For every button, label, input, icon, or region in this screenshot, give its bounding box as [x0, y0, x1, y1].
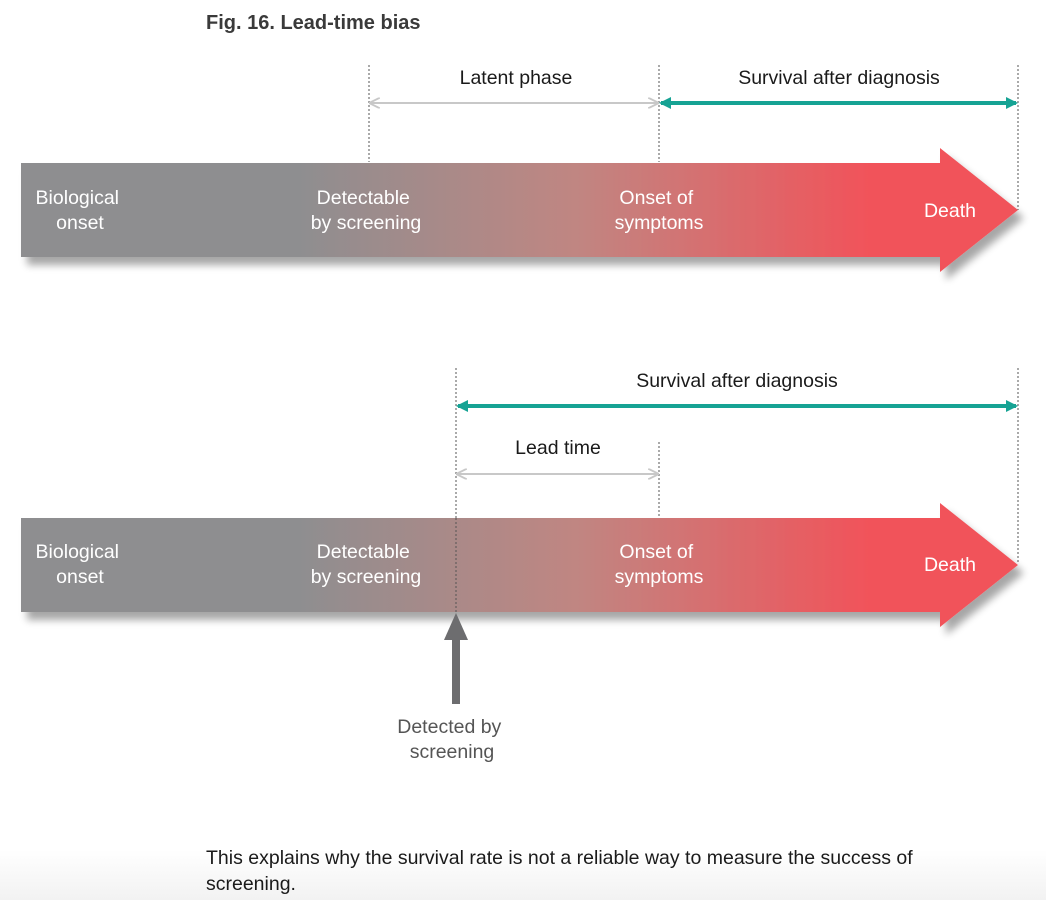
bottom-stage-onset-symptoms: Onset of symptoms [615, 541, 704, 588]
bottom-stage-detectable: Detectable by screening [311, 541, 422, 588]
figure-title: Fig. 16. Lead-time bias [206, 12, 421, 34]
bottom-stage-death: Death [924, 554, 976, 576]
bottom-timeline-arrow [21, 503, 1018, 627]
top-stage-onset-symptoms: Onset of symptoms [615, 187, 704, 234]
bottom-survival-label: Survival after diagnosis [636, 370, 838, 392]
bottom-lead-time-label: Lead time [515, 437, 601, 459]
detected-by-screening-arrow [444, 613, 468, 704]
top-survival-label: Survival after diagnosis [738, 67, 940, 89]
top-stage-death: Death [924, 200, 976, 222]
top-timeline: Latent phase Survival after diagnosis Bi… [21, 65, 1019, 272]
lead-time-diagram: Latent phase Survival after diagnosis Bi… [21, 65, 1019, 763]
detected-by-screening-label: Detected by screening [397, 716, 506, 763]
top-stage-biological-onset: Biological onset [36, 187, 125, 234]
bottom-stage-biological-onset: Biological onset [36, 541, 125, 588]
bottom-timeline: Survival after diagnosis Lead time Biolo… [21, 368, 1019, 763]
top-latent-phase-label: Latent phase [460, 67, 573, 89]
top-stage-detectable: Detectable by screening [311, 187, 422, 234]
figure-caption: This explains why the survival rate is n… [206, 847, 913, 895]
top-timeline-arrow [21, 148, 1018, 272]
